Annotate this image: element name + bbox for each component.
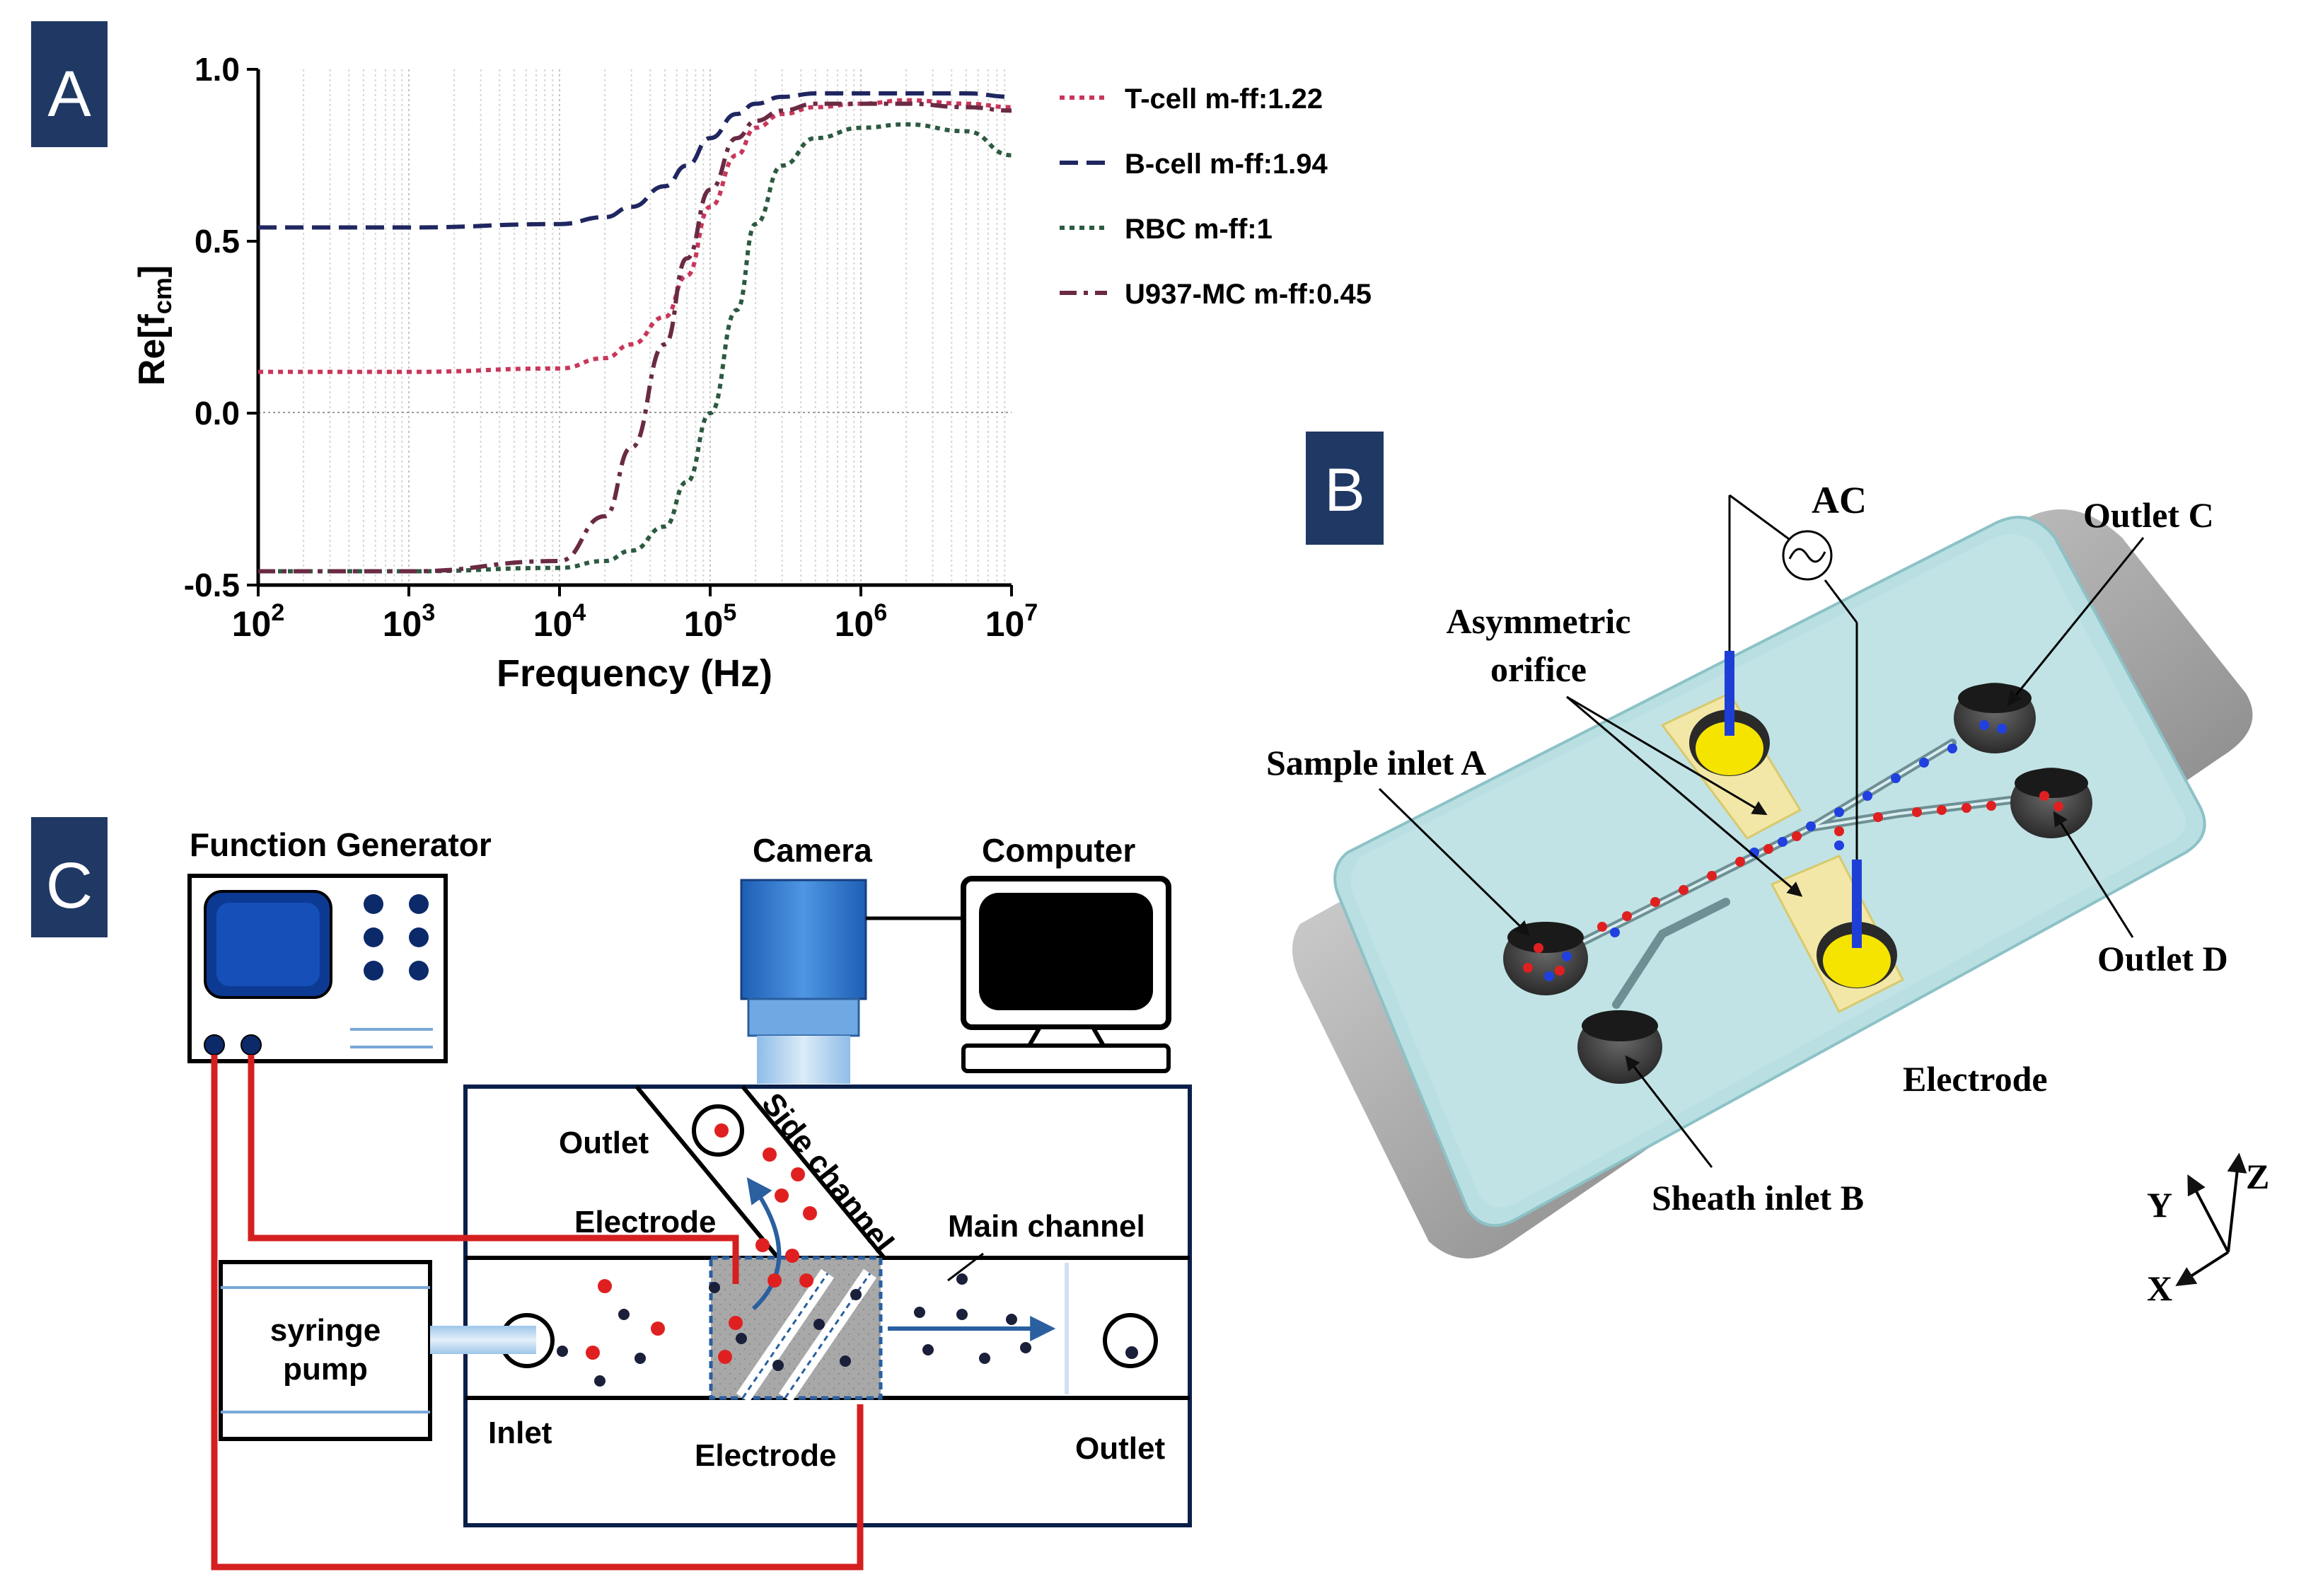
axes-triad bbox=[2175, 1152, 2247, 1287]
y-axis-label: Re[fcm] bbox=[132, 265, 177, 386]
electrode-top bbox=[1689, 495, 1770, 776]
particles-red bbox=[1523, 791, 2063, 976]
syringe-tube bbox=[430, 1326, 536, 1354]
legend-label: T-cell m-ff:1.22 bbox=[1125, 83, 1323, 115]
y-tick-label: 1.0 bbox=[195, 51, 240, 88]
leader-main-channel bbox=[947, 1252, 984, 1282]
x-tick-label: 104 bbox=[533, 599, 586, 644]
label-electrode-bottom: Electrode bbox=[695, 1438, 837, 1473]
label-computer: Computer bbox=[982, 832, 1135, 869]
label-inlet: Inlet bbox=[488, 1416, 552, 1450]
function-generator bbox=[187, 874, 448, 1063]
fg-port-2 bbox=[241, 1034, 262, 1056]
panel-label-b: B bbox=[1306, 432, 1384, 545]
particles-blue bbox=[1544, 720, 2007, 981]
panel-label-c-text: C bbox=[46, 850, 93, 922]
svg-text:AC: AC bbox=[1812, 479, 1867, 521]
label-electrode-top: Electrode bbox=[574, 1205, 717, 1239]
legend-label: U937-MC m-ff:0.45 bbox=[1125, 279, 1372, 310]
series-line bbox=[257, 122, 1012, 574]
label-sample-inlet-a: Sample inlet A bbox=[1266, 743, 1486, 782]
x-tick-label: 107 bbox=[985, 599, 1038, 644]
chart: 102 103 104 105 106 107 -0.5 0.0 0.5 1.0 Frequenc… bbox=[132, 51, 1372, 695]
series-line bbox=[258, 91, 1012, 230]
chart-grid bbox=[257, 69, 1006, 585]
panel-label-c: C bbox=[31, 817, 108, 937]
y-tick-label: -0.5 bbox=[184, 567, 240, 603]
wires bbox=[211, 1055, 864, 1571]
x-tick-label: 102 bbox=[232, 599, 285, 644]
label-outlet-d: Outlet D bbox=[2097, 939, 2228, 978]
well-sheath-inlet-b bbox=[1577, 1010, 1662, 1084]
panel-label-a: A bbox=[31, 21, 108, 147]
x-tick-label: 105 bbox=[684, 599, 737, 644]
label-ac: AC bbox=[1812, 479, 1867, 521]
camera bbox=[740, 879, 867, 1084]
y-axis-label-end: ] bbox=[132, 265, 173, 277]
label-syringe-pump-1: syringe bbox=[270, 1313, 381, 1348]
panel-label-b-text: B bbox=[1324, 456, 1365, 524]
svg-text:Re[fcm]: Re[fcm] bbox=[132, 265, 177, 386]
y-axis-label-main: Re[f bbox=[132, 313, 173, 386]
label-function-generator: Function Generator bbox=[190, 826, 492, 863]
x-axis-label: Frequency (Hz) bbox=[497, 652, 772, 695]
particles-dark-c bbox=[557, 1273, 1031, 1387]
label-sheath-inlet-b: Sheath inlet B bbox=[1652, 1178, 1864, 1218]
label-electrode-b: Electrode bbox=[1903, 1059, 2048, 1099]
well-outlet-side bbox=[692, 1104, 744, 1157]
syringe-pump: syringe pump bbox=[219, 1260, 432, 1441]
leader-sample-inlet-a bbox=[1378, 787, 1531, 936]
label-main-channel: Main channel bbox=[948, 1209, 1145, 1244]
chip-diagram: AC Asymmetric orifice Sample inlet A Out… bbox=[1266, 479, 2269, 1308]
electrode-bottom bbox=[1817, 623, 1897, 988]
legend-label: RBC m-ff:1 bbox=[1125, 214, 1273, 245]
label-syringe-pump-2: pump bbox=[283, 1352, 368, 1387]
well-outlet-main bbox=[1103, 1313, 1158, 1368]
outlet-box bbox=[1065, 1263, 1069, 1394]
label-outlet-main: Outlet bbox=[1075, 1431, 1165, 1466]
computer-monitor-icon bbox=[961, 876, 1171, 1073]
well-sample-inlet-a bbox=[1503, 922, 1588, 995]
ac-source-icon bbox=[1729, 494, 1858, 623]
label-outlet-side: Outlet bbox=[559, 1126, 649, 1160]
series-line bbox=[257, 101, 1012, 574]
setup-diagram: Function Generator Camera Computer bbox=[187, 826, 1192, 1571]
flow-arrows bbox=[746, 1177, 1056, 1341]
leader-sheath-inlet-b bbox=[1625, 1055, 1713, 1168]
y-tick-label: 0.0 bbox=[195, 395, 240, 432]
label-asymmetric-orifice-1: Asymmetric bbox=[1447, 601, 1631, 641]
well-outlet-d bbox=[2010, 768, 2092, 838]
axis-z-label: Z bbox=[2246, 1157, 2269, 1196]
x-tick-label: 106 bbox=[835, 599, 888, 644]
y-axis-label-sub: cm bbox=[148, 277, 177, 314]
label-asymmetric-orifice-2: orifice bbox=[1490, 649, 1587, 689]
particles-red-c bbox=[586, 1147, 817, 1364]
label-outlet-c: Outlet C bbox=[2083, 495, 2214, 535]
series-line bbox=[258, 98, 1012, 374]
chart-ticks: 102 103 104 105 106 107 -0.5 0.0 0.5 1.0 bbox=[184, 51, 1038, 644]
panel-label-a-text: A bbox=[47, 58, 91, 130]
axis-x-label: X bbox=[2147, 1268, 2172, 1308]
x-tick-label: 103 bbox=[383, 599, 436, 644]
y-tick-label: 0.5 bbox=[195, 223, 240, 260]
leader-outlet-c bbox=[2007, 537, 2145, 707]
label-camera: Camera bbox=[753, 832, 872, 869]
chart-series bbox=[257, 91, 1012, 574]
axis-y-label: Y bbox=[2147, 1185, 2172, 1225]
leader-outlet-d bbox=[2053, 811, 2134, 938]
well-outlet-c bbox=[1954, 683, 2036, 753]
fg-port-1 bbox=[204, 1034, 225, 1056]
leader-asymmetric-orifice bbox=[1566, 695, 1803, 897]
legend-label: B-cell m-ff:1.94 bbox=[1125, 149, 1328, 180]
